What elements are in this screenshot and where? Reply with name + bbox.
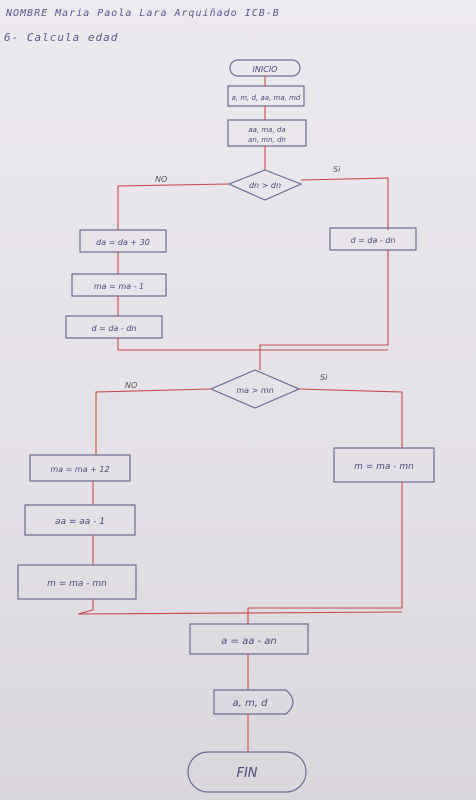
si2-step-box bbox=[333, 447, 435, 483]
si1-step: d = da - dn bbox=[351, 236, 396, 245]
no2-step-1: ma = ma + 12 bbox=[50, 465, 109, 474]
exercise-title: 6- Calcula edad bbox=[4, 31, 119, 44]
no1-step-2-box bbox=[71, 273, 167, 297]
decision2-no-label: NO bbox=[125, 381, 137, 390]
no1-step-2: ma = ma - 1 bbox=[94, 282, 144, 291]
no2-step-1-box bbox=[29, 454, 131, 482]
input-box bbox=[227, 85, 305, 107]
decision-days bbox=[227, 169, 303, 201]
output-vars: a, m, d bbox=[233, 698, 269, 709]
no2-step-3-box bbox=[17, 564, 137, 600]
calc-year-box bbox=[189, 623, 309, 655]
si2-step: m = ma - mn bbox=[354, 462, 414, 472]
no1-step-3-box bbox=[65, 315, 163, 339]
read-dates-box bbox=[227, 119, 307, 147]
read-dates-line2: an, mn, dn bbox=[248, 136, 286, 144]
input-vars: a, m, d, aa, ma, md bbox=[232, 94, 301, 102]
end-terminal bbox=[187, 751, 307, 793]
decision-months-label: ma > mn bbox=[236, 386, 273, 395]
calc-year: a = aa - an bbox=[221, 636, 277, 647]
decision1-no-label: NO bbox=[155, 175, 167, 184]
student-name-header: NOMBRE Maria Paola Lara Arquiñado ICB-B bbox=[6, 8, 280, 19]
decision-months bbox=[209, 369, 301, 409]
read-dates-line1: aa, ma, da bbox=[248, 126, 285, 134]
output-box bbox=[213, 689, 294, 715]
no1-step-1: da = da + 30 bbox=[96, 238, 150, 247]
decision2-si-label: Si bbox=[320, 373, 328, 382]
no1-step-1-box bbox=[79, 229, 167, 253]
no1-step-3: d = da - dn bbox=[92, 324, 137, 333]
decision1-si-label: Si bbox=[333, 165, 341, 174]
no2-step-2-box bbox=[24, 504, 136, 536]
start-label: INICIO bbox=[253, 65, 278, 74]
no2-step-2: aa = aa - 1 bbox=[55, 517, 105, 527]
no2-step-3: m = ma - mn bbox=[47, 579, 107, 589]
si1-step-box bbox=[329, 227, 417, 251]
end-label: FIN bbox=[236, 766, 257, 781]
decision-days-label: dn > dn bbox=[249, 181, 281, 190]
